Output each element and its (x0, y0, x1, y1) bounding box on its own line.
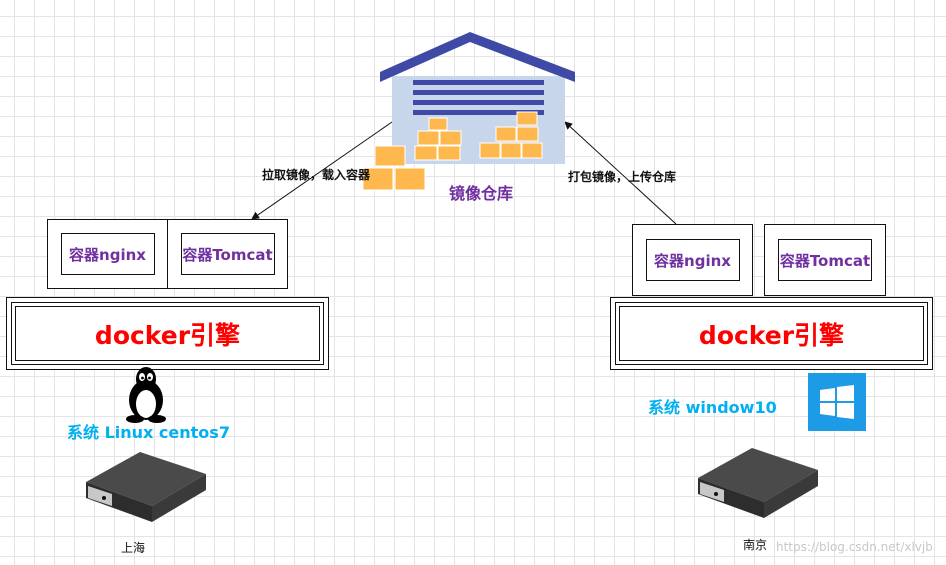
right-docker-engine: docker引擎 (610, 297, 933, 370)
right-system-label: 系统 window10 (648, 398, 777, 417)
container-label: 容器nginx (69, 245, 146, 264)
right-container-tomcat: 容器Tomcat (764, 224, 886, 296)
engine-label: docker引擎 (619, 306, 924, 361)
warehouse-icon (362, 32, 575, 191)
left-container-tomcat: 容器Tomcat (167, 219, 288, 289)
push-label: 打包镜像，上传仓库 (568, 170, 677, 184)
push-arrow (564, 121, 677, 225)
left-container-nginx: 容器nginx (47, 219, 168, 289)
left-city-label: 上海 (121, 541, 146, 555)
container-label: 容器Tomcat (779, 251, 871, 270)
server-icon (698, 448, 818, 518)
pull-arrow (251, 121, 393, 220)
right-city-label: 南京 (743, 538, 768, 552)
pull-label: 拉取镜像，载入容器 (262, 168, 371, 182)
watermark: https://blog.csdn.net/xlvjb (776, 540, 933, 554)
windows-logo-icon (808, 373, 866, 431)
container-label: 容器nginx (654, 251, 731, 270)
linux-tux-icon (126, 367, 166, 423)
container-label: 容器Tomcat (182, 245, 273, 264)
left-system-label: 系统 Linux centos7 (67, 423, 230, 442)
right-container-nginx: 容器nginx (632, 224, 753, 296)
warehouse-title: 镜像仓库 (449, 184, 514, 203)
server-icon (86, 452, 206, 522)
left-docker-engine: docker引擎 (6, 297, 329, 370)
engine-label: docker引擎 (15, 306, 320, 361)
